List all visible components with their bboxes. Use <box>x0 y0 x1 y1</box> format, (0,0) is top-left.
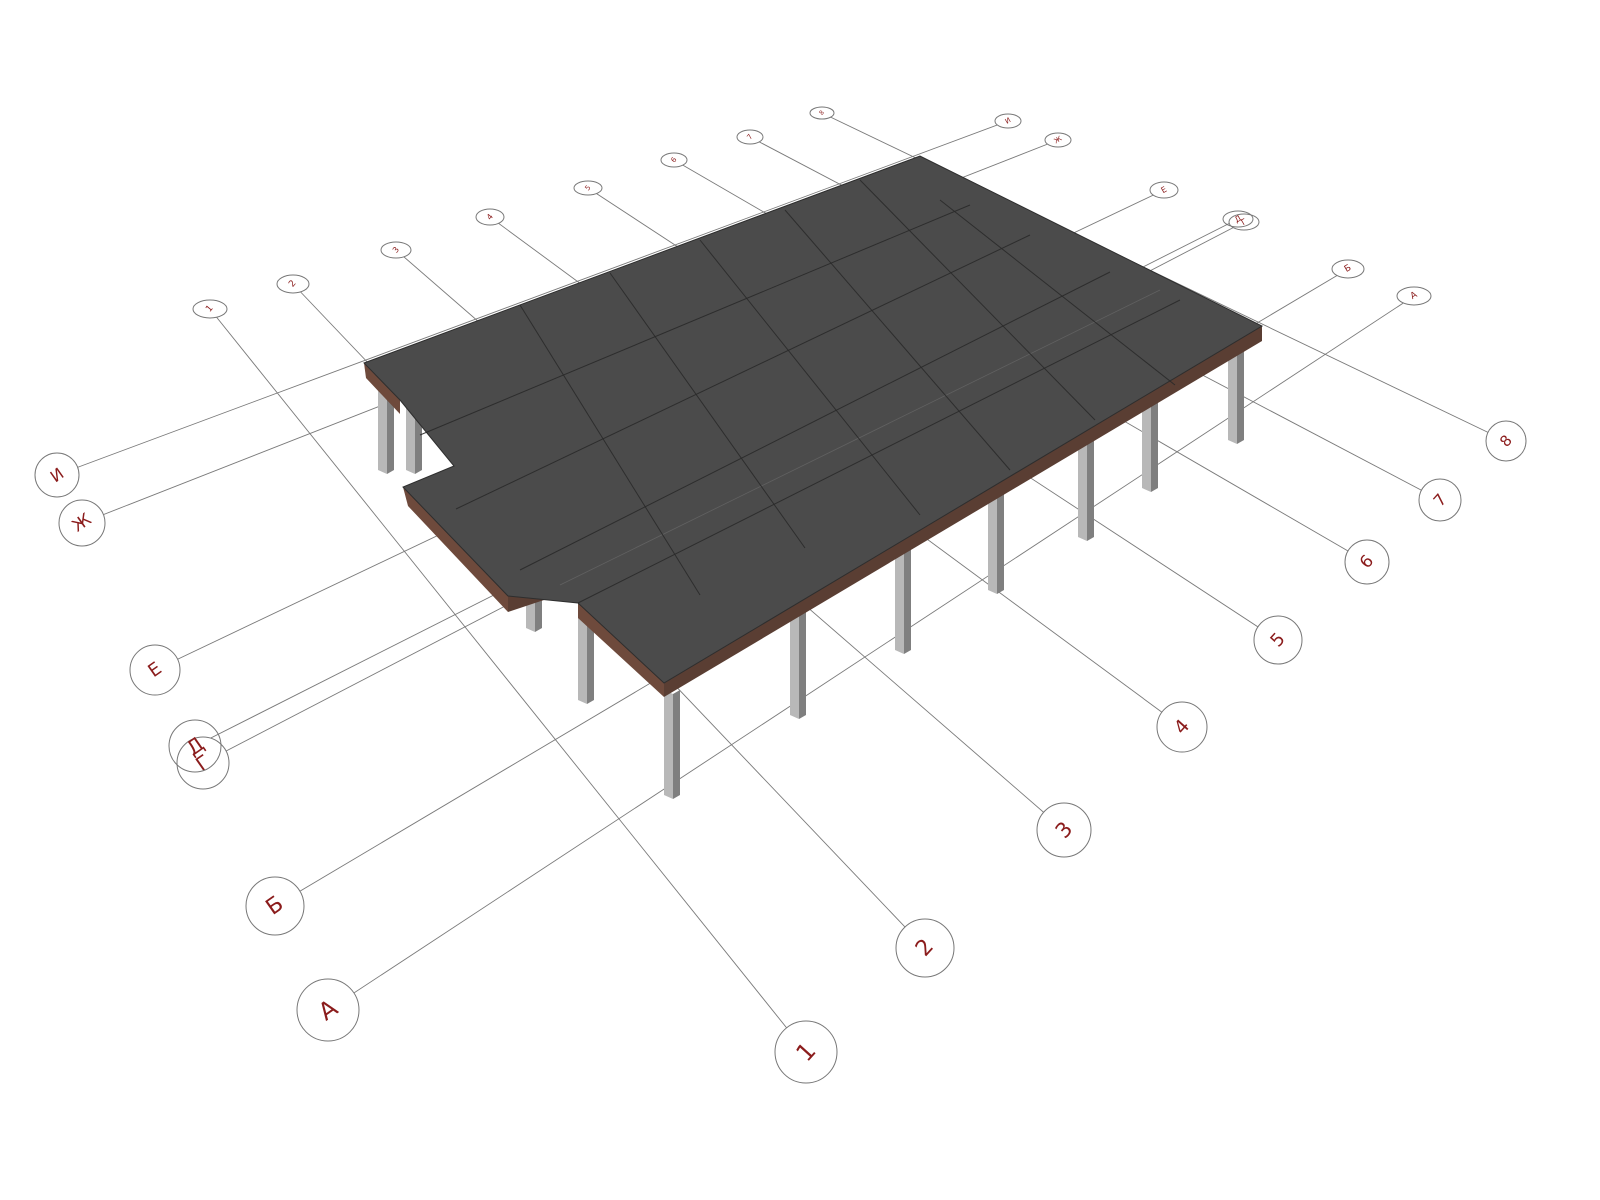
slab-edge-right <box>664 326 1262 697</box>
grid-bubble-6-far: 6 <box>660 152 688 168</box>
grid-bubble-8-near: 8 <box>1485 420 1527 462</box>
svg-text:6: 6 <box>669 155 678 164</box>
axis-bubbles: 1 2 3 4 5 6 7 8 <box>34 106 1527 1084</box>
slab-joint <box>455 234 1031 510</box>
svg-text:Ж: Ж <box>1053 134 1064 145</box>
grid-bubble-B-far: Б <box>1331 259 1365 279</box>
slab-edge-left-notch <box>364 363 400 414</box>
slab-joint <box>939 199 1176 386</box>
columns <box>378 345 1244 799</box>
grid-line-I <box>56 120 1009 476</box>
grid-bubble-E-far: Е <box>1149 181 1179 199</box>
svg-text:И: И <box>1004 116 1013 126</box>
grid-bubble-B-near: Б <box>245 876 305 936</box>
grid-bubble-3-far: 3 <box>380 241 412 259</box>
svg-text:Б: Б <box>1343 263 1353 275</box>
grid-bubble-7-far: 7 <box>736 129 764 145</box>
column-side <box>1151 385 1158 492</box>
grid-bubble-A-far: А <box>1396 286 1432 306</box>
slab-joint <box>419 204 971 436</box>
column-side <box>1087 430 1094 541</box>
slab-joint <box>699 239 921 516</box>
column <box>406 402 415 474</box>
svg-text:А: А <box>1409 290 1420 302</box>
grid-bubble-5-far: 5 <box>573 180 603 196</box>
slab-joint <box>609 272 806 549</box>
svg-text:8: 8 <box>818 109 826 117</box>
grid-bubble-3-near: 3 <box>1036 802 1092 858</box>
column-side <box>997 487 1004 594</box>
column-side <box>535 596 542 632</box>
grid-bubble-8-far: 8 <box>809 106 835 120</box>
grid-line-1 <box>209 308 807 1053</box>
grid-bubble-G-far: Г <box>1228 213 1260 231</box>
column <box>378 385 387 474</box>
grid-bubble-A-near: А <box>296 978 360 1042</box>
grid-bubble-G-near: Г <box>176 736 230 790</box>
svg-text:3: 3 <box>391 245 401 255</box>
slab-joint <box>519 304 701 596</box>
slab-joint <box>859 179 1096 421</box>
floor-slab <box>363 155 1264 697</box>
grid-bubble-I-near: И <box>34 452 80 498</box>
grid-bubble-4-near: 4 <box>1156 701 1208 753</box>
column <box>1228 345 1237 444</box>
slab-top <box>363 155 1264 684</box>
svg-text:4: 4 <box>485 212 495 222</box>
svg-text:5: 5 <box>583 184 592 193</box>
column <box>578 610 587 704</box>
slab-edge-left <box>403 487 508 612</box>
grid-bubble-2-near: 2 <box>895 918 955 978</box>
slab-joint <box>559 289 1161 586</box>
column-side <box>387 385 394 474</box>
svg-text:Г: Г <box>1240 217 1249 227</box>
column <box>895 540 904 654</box>
column <box>1078 430 1087 541</box>
slab-joint <box>519 271 1111 571</box>
svg-text:7: 7 <box>745 133 754 142</box>
grid-bubble-5-near: 5 <box>1253 615 1303 665</box>
svg-text:Д: Д <box>1233 214 1243 225</box>
grid-bubble-E-near: Е <box>129 644 181 696</box>
column-side <box>673 690 680 799</box>
column <box>1142 385 1151 492</box>
svg-text:2: 2 <box>287 279 298 290</box>
column <box>988 487 997 594</box>
slab-joint <box>784 209 1011 471</box>
grid-bubble-1-near: 1 <box>774 1020 838 1084</box>
grid-bubble-Zh-near: Ж <box>58 499 106 547</box>
column-side <box>799 603 806 719</box>
slab-edge-front <box>578 603 664 697</box>
column-side <box>587 610 594 704</box>
grid-bubble-4-far: 4 <box>475 208 505 226</box>
grid-bubble-1-far: 1 <box>192 299 228 319</box>
column <box>790 603 799 719</box>
grid-bubble-6-near: 6 <box>1344 539 1390 585</box>
svg-text:Е: Е <box>1160 185 1169 195</box>
grid-bubble-2-far: 2 <box>276 274 310 294</box>
grid-bubble-I-far: И <box>994 113 1022 129</box>
column <box>664 690 673 799</box>
slab-joint <box>577 299 1181 604</box>
column-side <box>1237 345 1244 444</box>
grid-bubble-Zh-far: Ж <box>1044 132 1072 148</box>
column-side <box>904 540 911 654</box>
grid-bubble-7-near: 7 <box>1418 478 1462 522</box>
svg-text:1: 1 <box>204 304 215 315</box>
grid-bubble-D-far: Д <box>1222 210 1254 228</box>
